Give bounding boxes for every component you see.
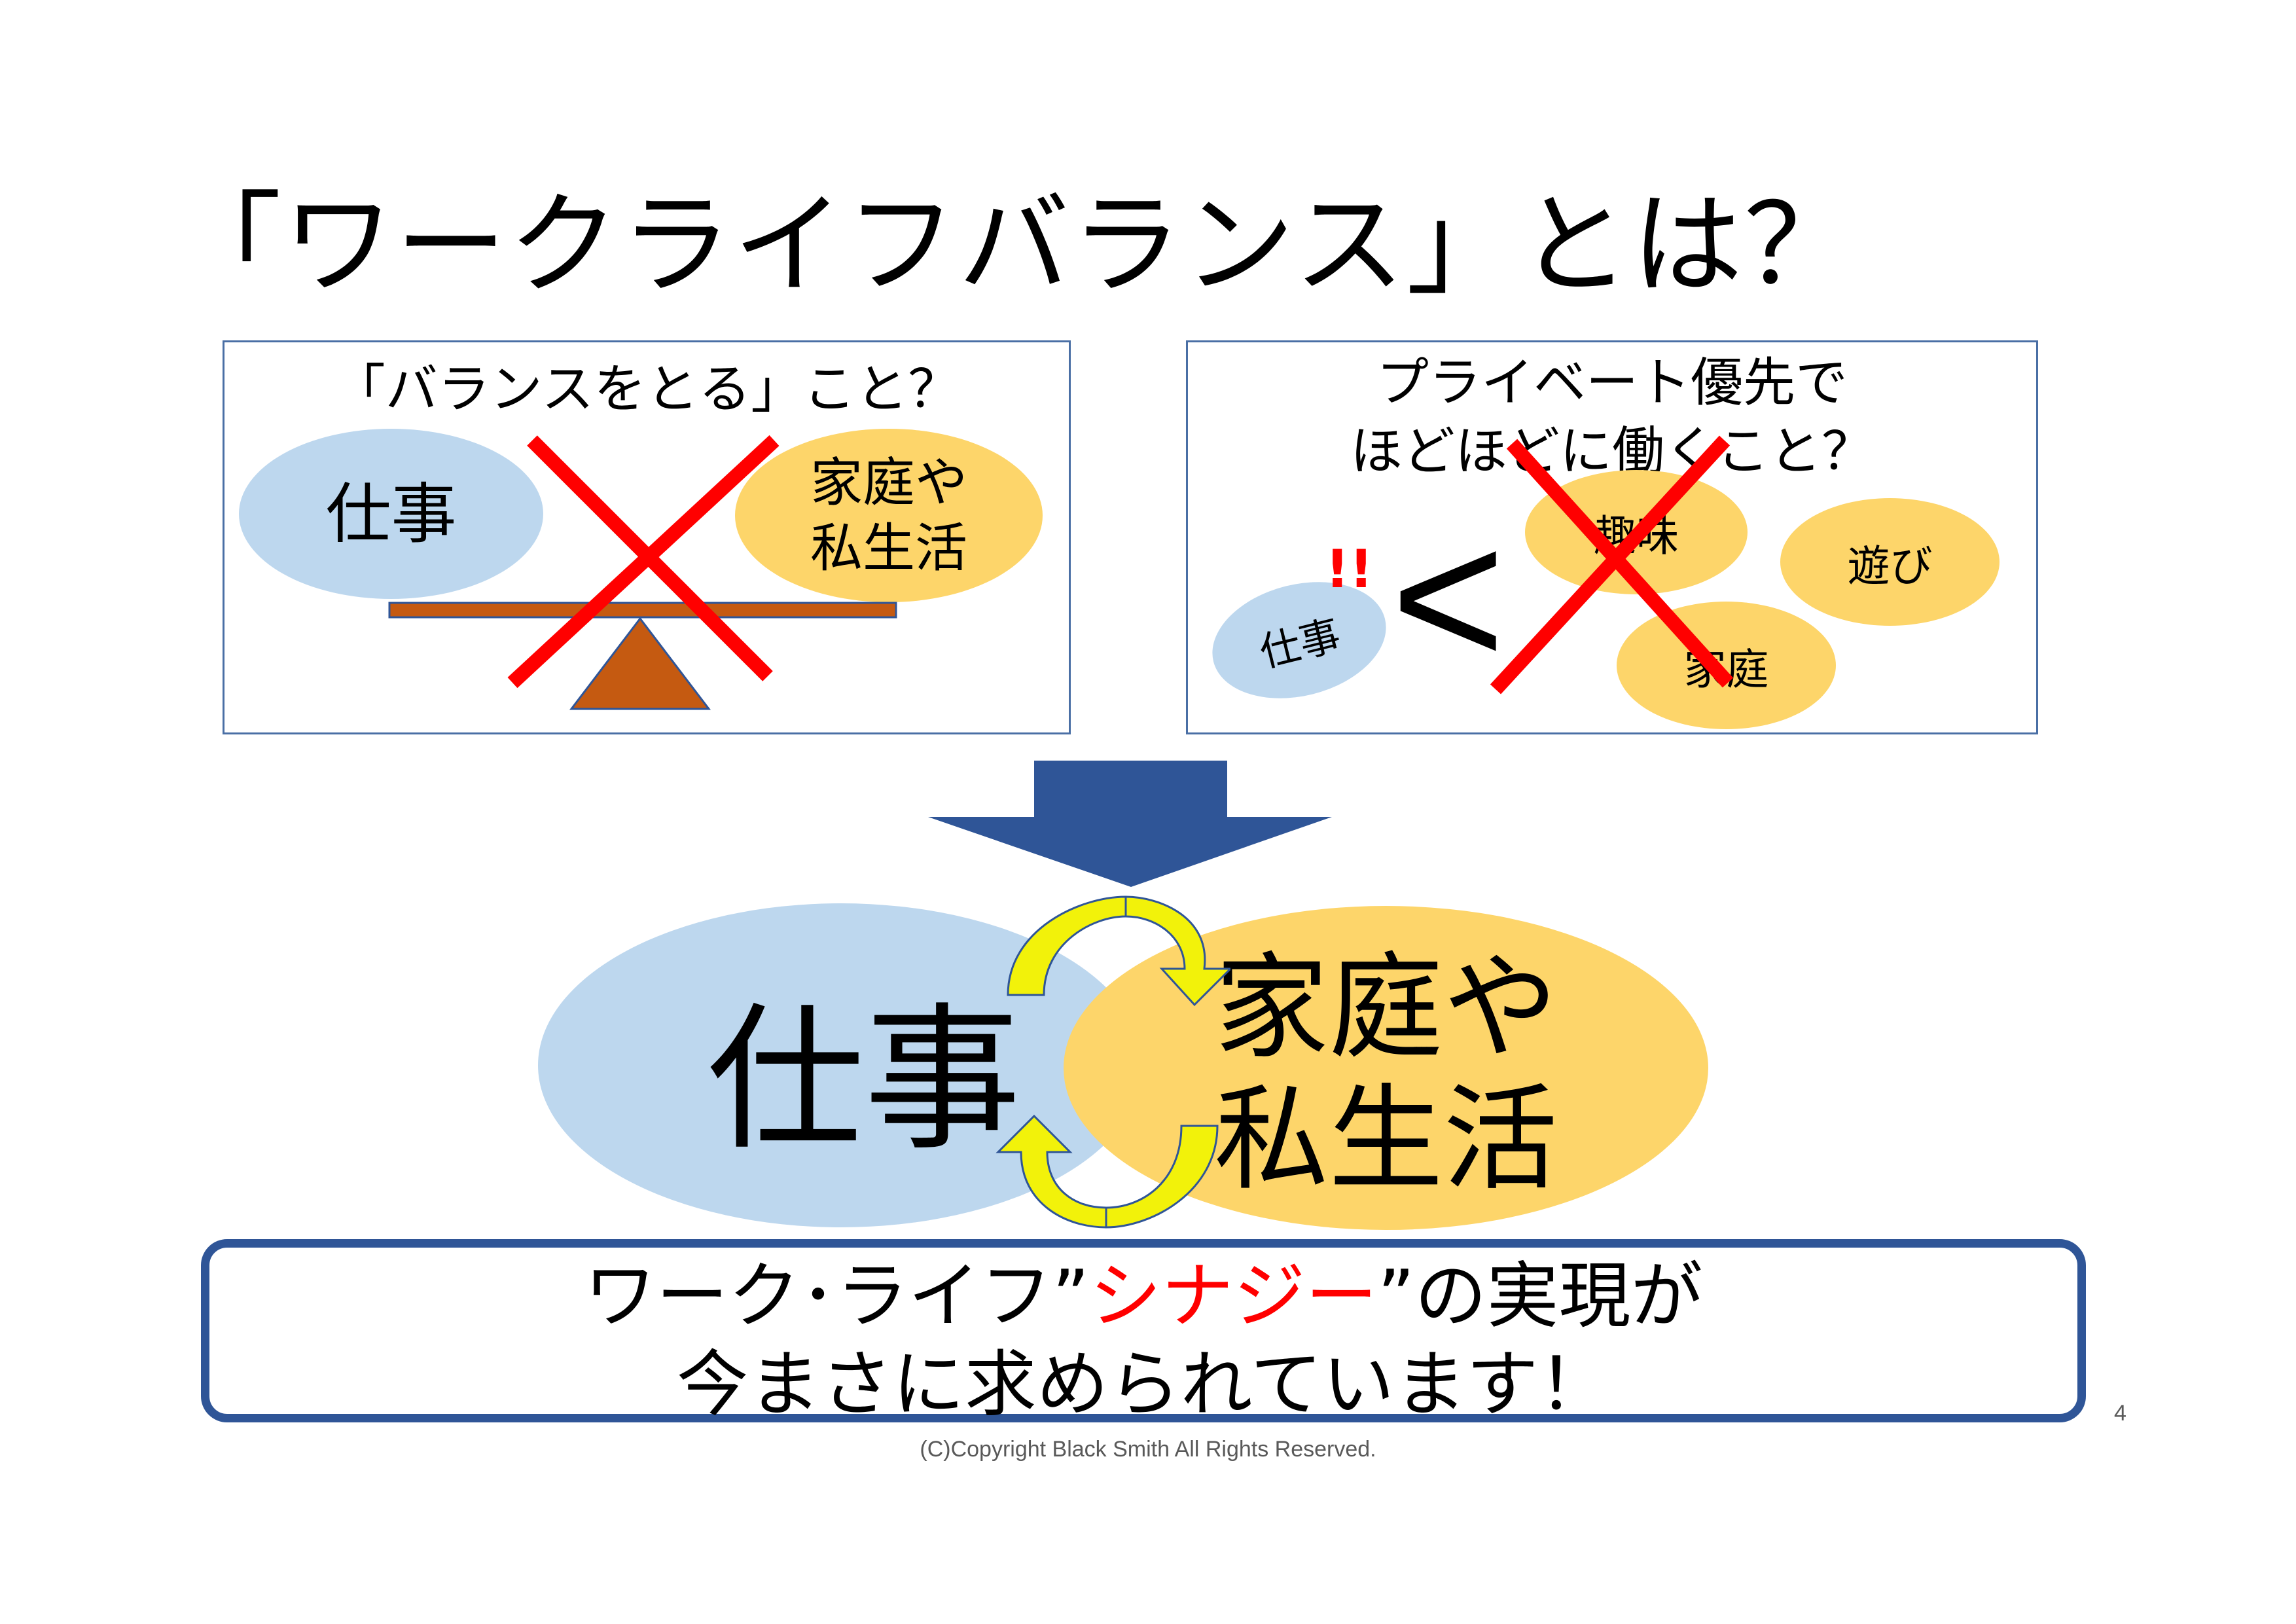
seesaw-icon [388,602,897,710]
page-number: 4 [2114,1401,2126,1426]
synergy-family-label: 家庭や 私生活 [1214,943,1558,1206]
balance-panel-heading: 「バランスをとる」こと？ [332,359,961,420]
synergy-highlight: シナジー [1089,1254,1378,1338]
work-ellipse: 仕事 [239,429,543,599]
family-ellipse: 家庭や 私生活 [735,429,1043,602]
message-line1-prefix: ワーク･ライフ” [584,1254,1090,1338]
private-first-panel: プライベート優先で ほどほどに働くこと？ 仕事 !! < 趣味 遊び 家庭 [1186,340,2038,734]
cross-mark-icon [1490,435,1734,695]
less-than-symbol: < [1391,488,1506,708]
slide-title: 「ワークライフバランス」とは？ [170,181,1857,310]
message-line2: 今まさに求められています！ [676,1343,1611,1426]
play-ellipse: 遊び [1780,498,2000,626]
message-box [201,1239,2086,1422]
cycle-arrows-icon [996,895,1230,1229]
down-arrow-icon [928,761,1332,887]
message-line1: ワーク･ライフ”シナジー”の実現が [201,1260,2086,1332]
synergy-family-line1: 家庭や [1214,942,1558,1075]
play-label: 遊び [1847,541,1933,591]
cross-mark-icon [507,435,780,689]
copyright-footer: (C)Copyright Black Smith All Rights Rese… [920,1437,1376,1462]
message-line1-suffix: ”の実現が [1377,1254,1703,1338]
synergy-work-label: 仕事 [707,988,1022,1172]
work-label: 仕事 [325,475,457,552]
family-label-line1: 家庭や [810,452,967,513]
balance-panel: 「バランスをとる」こと？ 仕事 家庭や 私生活 [223,340,1071,734]
family-label-line2: 私生活 [810,517,967,579]
private-panel-heading-line1: プライベート優先で [1376,352,1848,413]
exclaim-mark: !! [1325,539,1373,600]
synergy-family-line2: 私生活 [1214,1074,1558,1207]
